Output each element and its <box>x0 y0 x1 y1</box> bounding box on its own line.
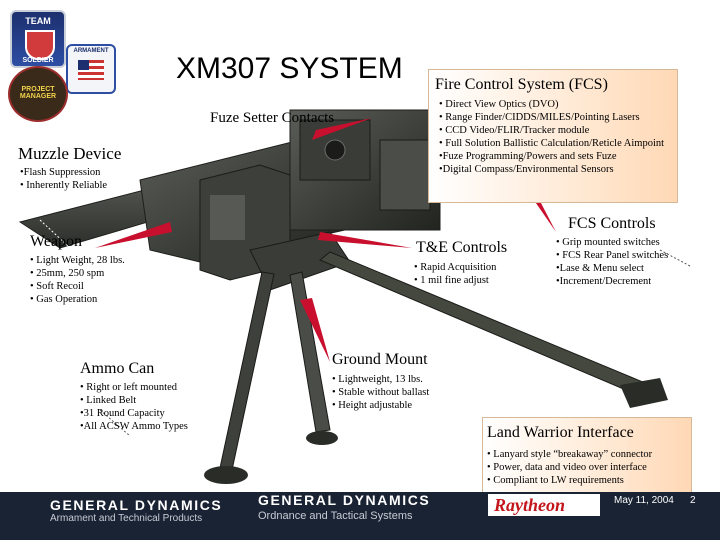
tripod-leg-center <box>289 271 331 433</box>
list-item: •Lase & Menu select <box>556 263 644 274</box>
page-number: 2 <box>690 495 696 506</box>
date-label: May 11, 2004 <box>614 495 674 506</box>
list-item: • Range Finder/CIDDS/MILES/Pointing Lase… <box>439 112 640 123</box>
list-item: •Digital Compass/Environmental Sensors <box>439 164 614 175</box>
project-manager-seal: PROJECT MANAGER <box>8 66 68 122</box>
shield-icon <box>25 30 55 60</box>
pointer-ground <box>300 298 330 362</box>
list-item: •31 Round Capacity <box>80 408 165 419</box>
list-item: • Direct View Optics (DVO) <box>439 99 559 110</box>
ground-mount-list: • Lightweight, 13 lbs. • Stable without … <box>332 373 429 412</box>
armament-logo-text: ARMAMENT <box>73 48 109 54</box>
weapon-heading: Weapon <box>30 233 83 250</box>
list-item: •Fuze Programming/Powers and sets Fuze <box>439 151 617 162</box>
ammo-can-list: • Right or left mounted • Linked Belt •3… <box>80 381 188 433</box>
armament-logo: ARMAMENT <box>66 44 116 94</box>
logo-text-bottom: SOLDIER <box>22 57 54 64</box>
list-item: • Lightweight, 13 lbs. <box>332 374 423 385</box>
land-warrior-callout: Land Warrior Interface • Lanyard style “… <box>482 417 692 497</box>
list-item: •Flash Suppression <box>20 167 101 178</box>
land-warrior-heading: Land Warrior Interface <box>487 424 634 441</box>
logo-text-top: TEAM <box>25 16 51 26</box>
gd-ots-subtitle: Ordnance and Tactical Systems <box>258 510 413 522</box>
list-item: • Compliant to LW requirements <box>487 475 624 486</box>
muzzle-list: •Flash Suppression • Inherently Reliable <box>20 166 107 192</box>
pointer-fuze <box>312 118 372 140</box>
weapon-list: • Light Weight, 28 lbs. • 25mm, 250 spm … <box>30 254 125 306</box>
te-controls-heading: T&E Controls <box>416 239 508 256</box>
list-item: • FCS Rear Panel switches <box>556 250 669 261</box>
gd-atp-subtitle: Armament and Technical Products <box>50 513 203 524</box>
raytheon-logo: Raytheon <box>488 494 600 516</box>
list-item: •All ACSW Ammo Types <box>80 421 188 432</box>
ammo-can-heading: Ammo Can <box>80 360 155 377</box>
fcs-controls-list: • Grip mounted switches • FCS Rear Panel… <box>556 236 668 288</box>
flag-icon <box>78 60 104 80</box>
te-controls-list: • Rapid Acquisition • 1 mil fine adjust <box>414 261 496 287</box>
list-item: • Linked Belt <box>80 395 137 406</box>
muzzle-heading: Muzzle Device <box>18 144 122 163</box>
land-warrior-list: • Lanyard style “breakaway” connector • … <box>487 448 687 487</box>
list-item: • 1 mil fine adjust <box>414 275 489 286</box>
fuze-setter-heading: Fuze Setter Contacts <box>210 110 335 126</box>
seal-text: PROJECT MANAGER <box>19 86 57 100</box>
tripod-leg-left <box>219 271 275 471</box>
list-item: • Soft Recoil <box>30 281 84 292</box>
page-title: XM307 SYSTEM <box>176 52 403 85</box>
list-item: • Inherently Reliable <box>20 180 108 191</box>
gd-atp-logo-text: GENERAL DYNAMICS <box>50 497 223 513</box>
list-item: •Increment/Decrement <box>556 276 652 287</box>
team-soldier-logo: TEAM SOLDIER <box>10 10 66 68</box>
list-item: • Gas Operation <box>30 294 98 305</box>
pointer-te <box>318 232 412 248</box>
list-item: • Power, data and video over interface <box>487 462 647 473</box>
raytheon-logo-text: Raytheon <box>494 495 566 515</box>
fcs-list: • Direct View Optics (DVO) • Range Finde… <box>439 98 671 176</box>
fcs-controls-heading: FCS Controls <box>568 215 656 232</box>
list-item: • 25mm, 250 spm <box>30 268 105 279</box>
footer-bar <box>0 492 720 540</box>
list-item: • Stable without ballast <box>332 387 430 398</box>
list-item: • Height adjustable <box>332 400 413 411</box>
ground-mount-heading: Ground Mount <box>332 351 428 368</box>
gd-ots-logo-text: GENERAL DYNAMICS <box>258 492 431 508</box>
pointer-weapon <box>95 222 172 248</box>
fcs-heading: Fire Control System (FCS) <box>435 76 608 93</box>
list-item: • Rapid Acquisition <box>414 262 497 273</box>
list-item: • Full Solution Ballistic Calculation/Re… <box>439 138 665 149</box>
list-item: • CCD Video/FLIR/Tracker module <box>439 125 590 136</box>
fcs-callout: Fire Control System (FCS) • Direct View … <box>428 69 678 203</box>
list-item: • Grip mounted switches <box>556 237 660 248</box>
list-item: • Right or left mounted <box>80 382 177 393</box>
list-item: • Lanyard style “breakaway” connector <box>487 449 653 460</box>
list-item: • Light Weight, 28 lbs. <box>30 255 125 266</box>
